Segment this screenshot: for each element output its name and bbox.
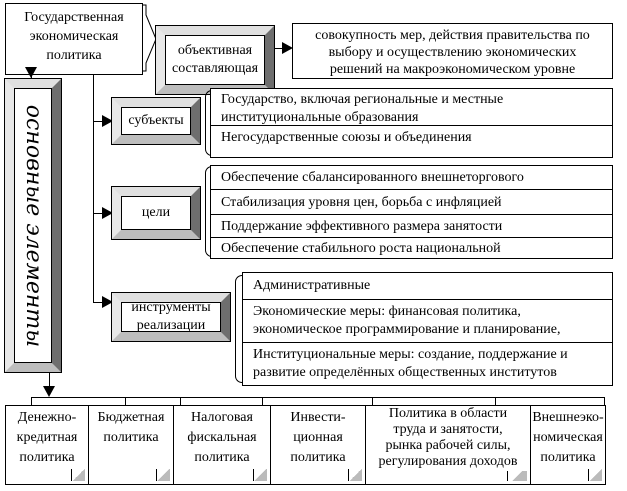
subjects-item: Негосударственные союзы и объединения: [221, 130, 472, 145]
goals-list: Обеспечение сбалансированного внешнеторг…: [210, 165, 613, 259]
goals-item: Стабилизация уровня цен, борьба с инфляц…: [221, 195, 502, 210]
objective-label: составляющая: [171, 61, 259, 76]
goals-item: Обеспечение стабильного роста национальн…: [221, 241, 501, 256]
goals-label: цели: [141, 205, 171, 220]
subjects-node: субъекты: [111, 97, 201, 145]
subjects-label: субъекты: [128, 113, 184, 128]
arrow-right-icon: [102, 296, 113, 308]
tools-item: Административные: [253, 278, 371, 293]
desc-line: решений на макроэкономическом уровне: [329, 62, 576, 77]
goals-item: Поддержание эффективного размера занятос…: [221, 219, 503, 234]
tools-label: реализации: [136, 318, 206, 332]
main-elements-label: основные элементы: [21, 104, 47, 347]
tools-node: инструменты реализации: [111, 292, 231, 342]
desc-line: совокупность мер, действия правительства…: [315, 28, 590, 43]
arrow-right-icon: [282, 42, 293, 54]
tools-label: инструменты: [131, 302, 211, 315]
desc-line: выбору и осуществлению экономических: [328, 45, 577, 60]
tools-item: Институциональные меры: создание, поддер…: [253, 347, 568, 380]
root-line: экономическая: [29, 29, 119, 44]
root-line: политика: [46, 48, 102, 63]
arrow-down-icon: [25, 67, 37, 78]
arrow-down-icon: [43, 386, 55, 397]
page-fold-icon: [588, 469, 602, 481]
tools-list: Административные Экономические меры: фин…: [242, 272, 613, 386]
page-fold-icon: [71, 469, 85, 481]
objective-label: объективная: [177, 43, 253, 58]
page-fold-icon: [253, 469, 267, 481]
main-elements-node: основные элементы: [4, 78, 62, 373]
objective-node: объективная составляющая: [155, 25, 275, 95]
subjects-list: Государство, включая региональные и мест…: [210, 88, 613, 158]
page-fold-icon: [156, 469, 170, 481]
page-fold-icon: [507, 471, 527, 481]
tools-item: Экономические меры: финансовая политика,…: [253, 304, 561, 337]
subjects-item: Государство, включая региональные и мест…: [221, 92, 504, 125]
arrow-right-icon: [102, 115, 113, 127]
arrow-right-icon: [102, 207, 113, 219]
goals-node: цели: [111, 186, 201, 240]
objective-description: совокупность мер, действия правительства…: [292, 23, 613, 79]
goals-item: Обеспечение сбалансированного внешнеторг…: [221, 170, 524, 185]
page-fold-icon: [348, 469, 362, 481]
root-line: Государственная: [24, 10, 124, 25]
root-box: Государственная экономическая политика: [5, 3, 143, 75]
